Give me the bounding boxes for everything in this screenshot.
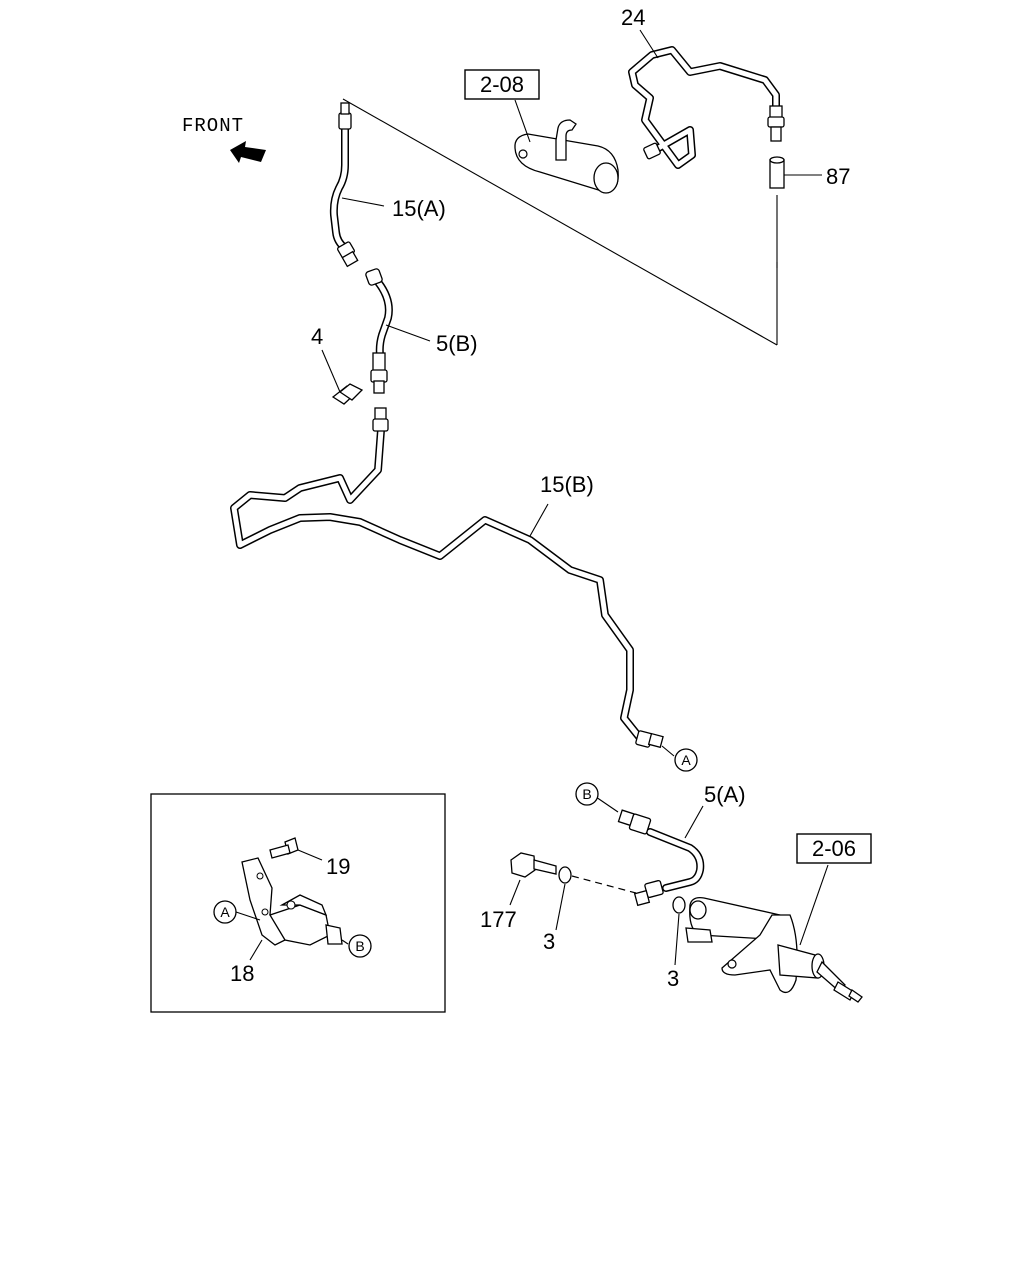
leader-24 [639,29,659,59]
callout-87: 87 [826,164,850,189]
callout-19: 19 [326,854,350,879]
inset-frame [150,793,446,1013]
bolt-177 [510,852,557,878]
sleeve-87 [769,156,785,189]
callout-3-right: 3 [667,966,679,991]
callout-2-06: 2-06 [812,836,856,861]
leader-3-left [555,883,566,931]
svg-text:A: A [220,904,230,920]
svg-text:B: B [582,786,591,802]
bolt-19 [269,837,299,859]
washer-3-right [672,896,686,914]
leader-15a [341,197,385,207]
washer-3-left [558,866,572,884]
leader-177 [509,879,521,906]
leader-2-08 [514,99,531,143]
leader-2-06 [799,864,829,946]
callout-2-08: 2-08 [480,72,524,97]
connector-b-main: B [575,782,599,806]
front-indicator: FRONT [182,115,266,163]
front-label: FRONT [182,115,244,137]
pipe-15a [329,102,359,268]
bracket-18 [241,857,343,946]
leader-b-main [595,796,619,813]
callout-24: 24 [621,5,645,30]
leader-3-right [674,913,680,966]
callout-3-left: 3 [543,929,555,954]
leader-15b [529,503,549,537]
callout-177: 177 [480,907,517,932]
connector-a-main: A [674,748,698,772]
hose-5a [617,809,705,907]
pipe-15b [230,407,664,749]
leader-18 [249,939,263,961]
connector-b-inset: B [348,934,372,958]
callout-5a: 5(A) [704,782,746,807]
master-cylinder-2-08 [514,119,619,194]
connector-a-inset: A [213,900,237,924]
ref-box-2-08 [464,69,540,100]
svg-text:B: B [355,938,364,954]
callout-15b: 15(B) [540,472,594,497]
assembly-reference-lines [342,98,778,346]
pipe-24 [628,46,785,169]
callout-4: 4 [311,324,323,349]
callout-18: 18 [230,961,254,986]
leader-4 [321,349,341,393]
hose-5b [365,268,393,394]
callout-15a: 15(A) [392,196,446,221]
clip-4 [331,383,364,405]
svg-text:A: A [681,752,691,768]
ref-box-2-06 [796,833,872,864]
leader-a-inset [235,911,261,921]
slave-cylinder-2-06 [685,897,863,1003]
leader-a-main [661,745,675,757]
front-arrow-icon [230,141,266,163]
callout-5b: 5(B) [436,331,478,356]
leader-5b [385,324,431,342]
leader-5a [684,805,704,839]
assembly-dash-line [571,875,637,894]
leader-b-inset [341,939,349,945]
leader-19 [297,849,323,861]
